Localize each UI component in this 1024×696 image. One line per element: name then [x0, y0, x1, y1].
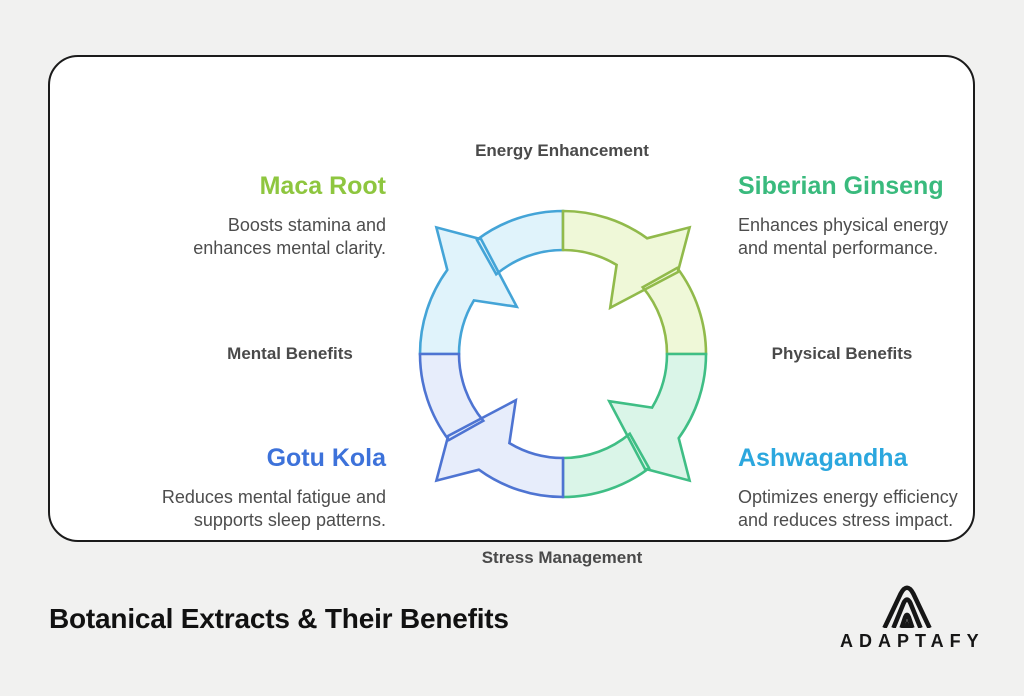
extract-name: Maca Root	[259, 172, 386, 200]
cycle-diagram	[418, 209, 708, 499]
extract-name: Gotu Kola	[266, 444, 386, 472]
cycle-segment-top-left	[418, 209, 565, 356]
adaptafy-logo: ADAPTAFY	[837, 581, 985, 652]
axis-label-right: Physical Benefits	[771, 344, 913, 363]
extract-name: Ashwagandha	[738, 444, 908, 472]
content-card: Energy Enhancement Mental Benefits Physi…	[48, 55, 975, 567]
extract-maca-root: Maca Root Boosts stamina and enhances me…	[136, 171, 386, 260]
extract-gotu-kola: Gotu Kola Reduces mental fatigue and sup…	[136, 443, 386, 532]
axis-label-top: Energy Enhancement	[475, 141, 649, 160]
extract-ashwagandha: Ashwagandha Optimizes energy efficiency …	[738, 443, 988, 532]
extract-siberian-ginseng: Siberian Ginseng Enhances physical energ…	[738, 171, 988, 260]
extract-description: Optimizes energy efficiency and reduces …	[738, 487, 958, 530]
cycle-segment-bottom-right	[561, 352, 708, 499]
brand-wordmark: ADAPTAFY	[840, 631, 985, 651]
axis-label-bottom: Stress Management	[481, 548, 643, 567]
cycle-segment-top-right	[561, 209, 708, 356]
axis-label-left: Mental Benefits	[227, 344, 353, 363]
extract-description: Enhances physical energy and mental perf…	[738, 215, 949, 258]
page-title: Botanical Extracts & Their Benefits	[49, 603, 509, 634]
mountain-chevrons-icon	[882, 585, 932, 628]
extract-name: Siberian Ginseng	[738, 172, 944, 200]
cycle-segment-bottom-left	[418, 352, 565, 499]
extract-description: Boosts stamina and enhances mental clari…	[193, 215, 386, 258]
extract-description: Reduces mental fatigue and supports slee…	[161, 487, 386, 530]
